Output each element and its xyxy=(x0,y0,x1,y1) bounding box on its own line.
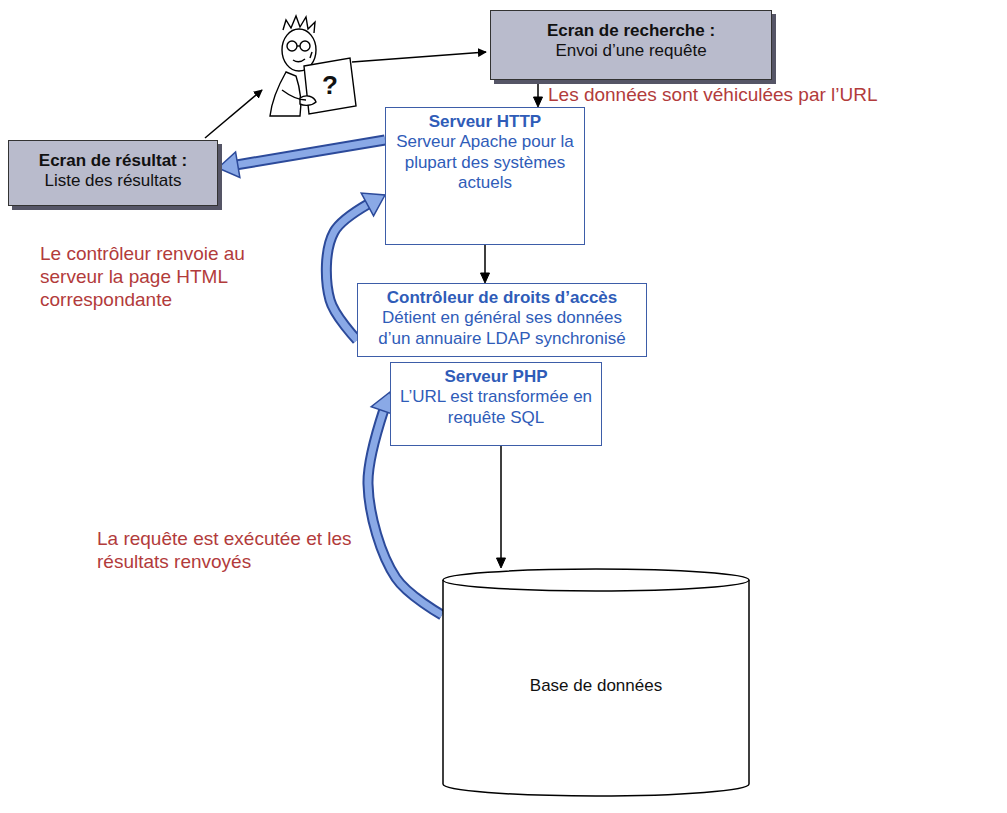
connector-line xyxy=(218,140,385,168)
box-heading: Serveur PHP xyxy=(399,367,593,387)
screen-box: Ecran de recherche :Envoi d’une requête xyxy=(490,10,772,80)
controller-box: Contrôleur de droits d’accèsDétient en g… xyxy=(357,283,647,357)
cylinder-body xyxy=(443,580,749,796)
box-heading: Ecran de résultat : xyxy=(17,151,209,171)
edge-label: La requête est exécutée et les résultats… xyxy=(95,528,354,574)
cylinder-top xyxy=(443,569,749,591)
connector xyxy=(218,140,385,178)
box-text: Base de données xyxy=(448,676,744,696)
box-heading: Serveur HTTP xyxy=(394,112,576,132)
connector xyxy=(481,245,490,283)
box-text: Détient en général ses données d’un annu… xyxy=(366,308,638,349)
database-cylinder: Base de données xyxy=(442,568,750,796)
leader-arrow xyxy=(205,90,262,138)
connector xyxy=(497,446,506,568)
box-heading: Contrôleur de droits d’accès xyxy=(366,288,638,308)
arrowhead xyxy=(481,273,490,283)
connector xyxy=(534,80,543,107)
arrowhead xyxy=(218,152,240,178)
server-box: Serveur PHPL’URL est transformée en requ… xyxy=(390,362,602,446)
server-box: Serveur HTTPServeur Apache pour la plupa… xyxy=(385,107,585,245)
edge-label: Les données sont véhiculées par l’URL xyxy=(546,84,1005,107)
box-text: Liste des résultats xyxy=(17,171,209,191)
connector-line xyxy=(218,140,385,168)
person-figure xyxy=(270,16,356,116)
screen-box: Ecran de résultat :Liste des résultats xyxy=(8,140,218,206)
arrowhead xyxy=(361,193,385,216)
box-text: Serveur Apache pour la plupart des systè… xyxy=(394,132,576,193)
leader-arrow xyxy=(352,52,486,62)
arrowhead xyxy=(497,558,506,568)
box-heading: Ecran de recherche : xyxy=(499,21,763,41)
box-text: Envoi d’une requête xyxy=(499,41,763,61)
edge-label: Le contrôleur renvoie au serveur la page… xyxy=(38,243,292,311)
question-mark: ? xyxy=(322,72,338,98)
box-text: L’URL est transformée en requête SQL xyxy=(399,387,593,428)
connector-line xyxy=(500,446,502,568)
arrowhead xyxy=(534,97,543,107)
